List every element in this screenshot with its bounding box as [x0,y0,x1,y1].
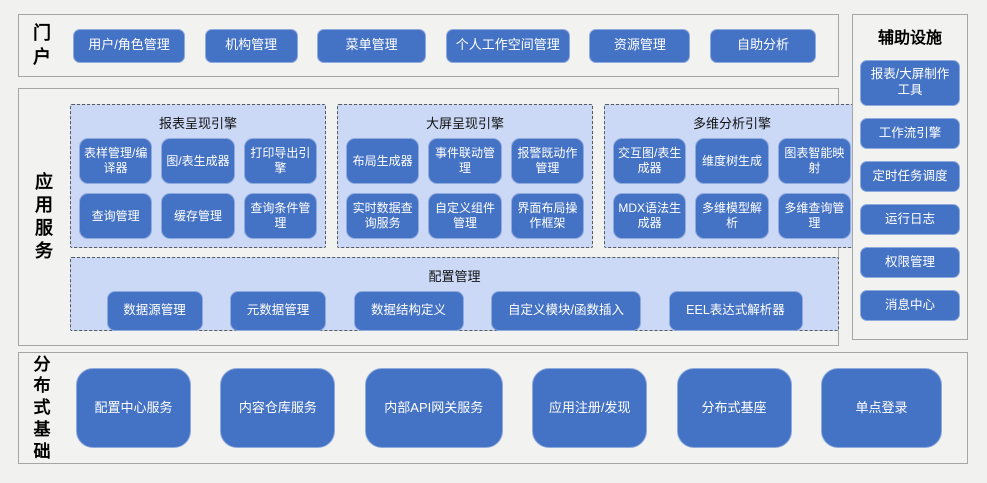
menu-mgmt-shape: 菜单管理 [317,28,427,63]
query-mgmt-shape: 查询管理 [79,193,153,239]
multidim-query-mgmt-shape: 多维查询管理 [777,193,851,239]
olap-engine-panel: 多维分析引擎 交互图/表生成器 维度树生成 图表智能映射 MDX语法生成器 多维… [604,104,860,248]
user-role-mgmt-shape: 用户/角色管理 [73,28,185,63]
table-style-compiler-shape: 表样管理/编译器 [79,138,153,184]
message-center-shape: 消息中心 [860,290,960,321]
permission-mgmt-shape: 权限管理 [860,247,960,278]
chart-smart-mapping-shape: 图表智能映射 [777,138,851,184]
query-condition-mgmt-shape: 查询条件管理 [243,193,317,239]
content-repo-service-shape: 内容仓库服务 [220,368,336,448]
portal-section: 门户 用户/角色管理 机构管理 菜单管理 个人工作空间管理 资源管理 自助分析 [18,14,839,77]
distributed-base-shape: 分布式基座 [676,368,792,448]
multidim-model-parse-shape: 多维模型解析 [695,193,769,239]
bigscreen-engine-title: 大屏呈现引擎 [425,116,504,131]
distributed-button-row: 配置中心服务 内容仓库服务 内部API网关服务 应用注册/发现 分布式基座 单点… [52,368,967,448]
distributed-foundation-section: 分布式基础 配置中心服务 内容仓库服务 内部API网关服务 应用注册/发现 分布… [18,352,968,464]
config-mgmt-panel: 配置管理 数据源管理 元数据管理 数据结构定义 自定义模块/函数插入 EEL表达… [70,257,839,331]
auxiliary-facilities-section: 辅助设施 报表/大屏制作工具 工作流引擎 定时任务调度 运行日志 权限管理 消息… [852,14,968,340]
report-engine-grid: 表样管理/编译器 图/表生成器 打印导出引擎 查询管理 缓存管理 查询条件管理 [79,138,317,239]
portal-section-label: 门户 [33,23,51,67]
custom-module-function-shape: 自定义模块/函数插入 [491,291,641,331]
config-mgmt-row: 数据源管理 元数据管理 数据结构定义 自定义模块/函数插入 EEL表达式解析器 [79,291,830,331]
app-services-section: 应用服务 报表呈现引擎 表样管理/编译器 图/表生成器 打印导出引擎 查询管理 … [18,88,860,346]
workflow-engine-shape: 工作流引擎 [860,118,960,149]
run-log-shape: 运行日志 [860,204,960,235]
print-export-engine-shape: 打印导出引擎 [243,138,317,184]
config-mgmt-title: 配置管理 [428,269,481,284]
portal-button-row: 用户/角色管理 机构管理 菜单管理 个人工作空间管理 资源管理 自助分析 [52,28,838,63]
report-engine-title: 报表呈现引擎 [158,116,237,131]
resource-mgmt-shape: 资源管理 [589,28,691,63]
personal-workspace-mgmt-shape: 个人工作空间管理 [445,28,570,63]
layout-generator-shape: 布局生成器 [346,138,420,184]
internal-api-gateway-shape: 内部API网关服务 [364,368,503,448]
interactive-chart-generator-shape: 交互图/表生成器 [613,138,687,184]
cache-mgmt-shape: 缓存管理 [161,193,235,239]
bigscreen-engine-panel: 大屏呈现引擎 布局生成器 事件联动管理 报警既动作管理 实时数据查询服务 自定义… [337,104,593,248]
realtime-data-query-shape: 实时数据查询服务 [346,193,420,239]
engine-panels-row: 报表呈现引擎 表样管理/编译器 图/表生成器 打印导出引擎 查询管理 缓存管理 … [70,104,860,248]
datasource-mgmt-shape: 数据源管理 [106,291,203,331]
report-engine-panel: 报表呈现引擎 表样管理/编译器 图/表生成器 打印导出引擎 查询管理 缓存管理 … [70,104,326,248]
olap-engine-grid: 交互图/表生成器 维度树生成 图表智能映射 MDX语法生成器 多维模型解析 多维… [613,138,851,239]
custom-component-mgmt-shape: 自定义组件管理 [428,193,502,239]
bigscreen-engine-grid: 布局生成器 事件联动管理 报警既动作管理 实时数据查询服务 自定义组件管理 界面… [346,138,584,239]
eel-expression-parser-shape: EEL表达式解析器 [668,291,803,331]
sso-shape: 单点登录 [820,368,942,448]
self-service-analysis-shape: 自助分析 [709,28,816,63]
mdx-syntax-generator-shape: MDX语法生成器 [613,193,687,239]
chart-table-generator-shape: 图/表生成器 [161,138,235,184]
metadata-mgmt-shape: 元数据管理 [230,291,326,331]
task-scheduler-shape: 定时任务调度 [860,161,960,192]
data-structure-def-shape: 数据结构定义 [353,291,464,331]
alarm-action-mgmt-shape: 报警既动作管理 [510,138,584,184]
app-services-section-label: 应用服务 [35,171,53,262]
app-register-discovery-shape: 应用注册/发现 [532,368,648,448]
event-linkage-mgmt-shape: 事件联动管理 [428,138,502,184]
olap-engine-title: 多维分析引擎 [692,116,771,131]
distributed-foundation-label: 分布式基础 [33,354,51,461]
auxiliary-facilities-title: 辅助设施 [877,30,942,47]
ui-layout-framework-shape: 界面布局操作框架 [510,193,584,239]
report-bigscreen-tool-shape: 报表/大屏制作工具 [860,60,960,106]
config-center-service-shape: 配置中心服务 [76,368,191,448]
auxiliary-button-column: 报表/大屏制作工具 工作流引擎 定时任务调度 运行日志 权限管理 消息中心 [853,60,967,321]
org-mgmt-shape: 机构管理 [204,28,298,63]
dimension-tree-shape: 维度树生成 [695,138,769,184]
